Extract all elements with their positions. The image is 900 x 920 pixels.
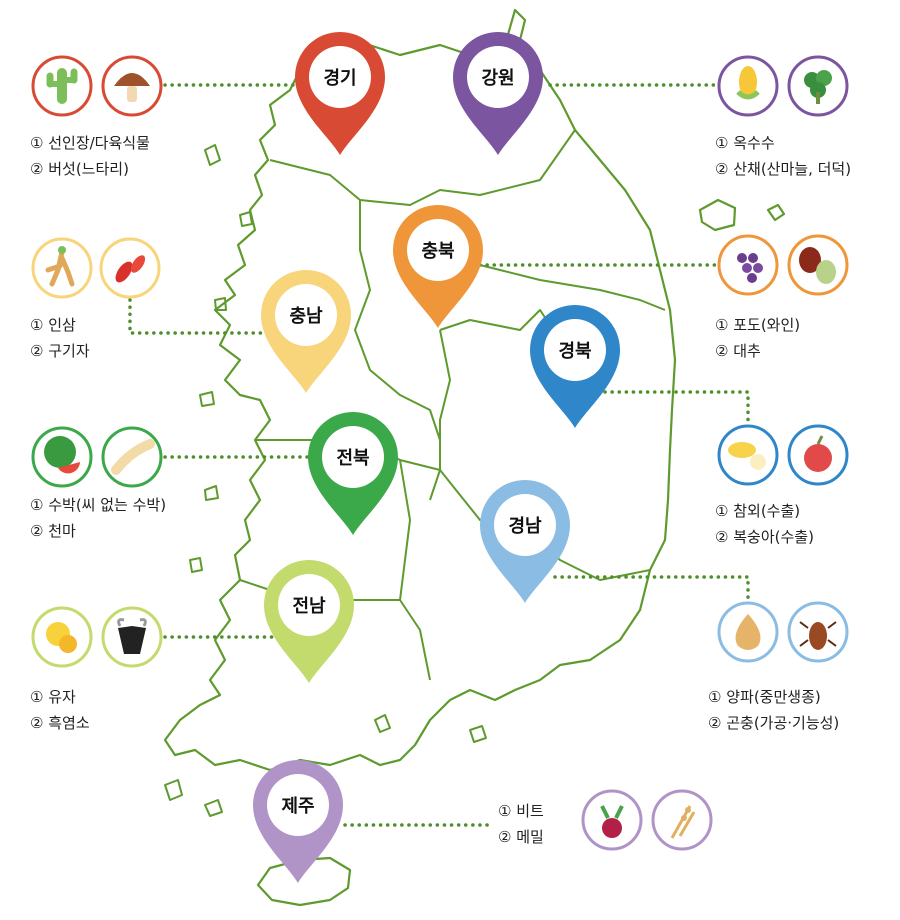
list-item: ② 복숭아(수출) bbox=[715, 528, 814, 546]
citron-icon bbox=[31, 606, 93, 668]
pin-chungnam: 충남 bbox=[261, 270, 351, 393]
icon-group-jeonbuk bbox=[31, 426, 163, 488]
west-coast-islands bbox=[164, 144, 487, 817]
cactus-icon bbox=[31, 55, 93, 117]
icon-group-gyeongnam bbox=[717, 601, 849, 663]
list-item: ① 인삼 bbox=[30, 316, 76, 334]
list-item: ① 선인장/다육식물 bbox=[30, 134, 150, 152]
list-item: ② 천마 bbox=[30, 522, 76, 540]
black-goat-icon bbox=[101, 606, 163, 668]
icon-group-jeju bbox=[581, 789, 713, 851]
beetle-icon bbox=[787, 601, 849, 663]
list-item: ① 비트 bbox=[498, 802, 544, 820]
pin-chungbuk: 충북 bbox=[393, 205, 483, 328]
list-item: ② 흑염소 bbox=[30, 714, 90, 732]
list-item: ① 옥수수 bbox=[715, 134, 775, 152]
icon-group-gyeongbuk bbox=[717, 424, 849, 486]
list-gyeonggi: ① 선인장/다육식물 ② 버섯(느타리) bbox=[30, 130, 150, 182]
ginseng-icon bbox=[31, 237, 93, 299]
pin-gangwon: 강원 bbox=[453, 32, 543, 155]
pin-jeonnam: 전남 bbox=[264, 560, 354, 683]
list-item: ② 구기자 bbox=[30, 342, 90, 360]
mainland-outline bbox=[163, 8, 677, 772]
icon-group-gangwon bbox=[717, 55, 849, 117]
list-gyeongnam: ① 양파(중만생종) ② 곤충(가공·기능성) bbox=[708, 684, 839, 736]
pin-label-gyeongnam: 경남 bbox=[508, 516, 542, 537]
icon-group-chungnam bbox=[31, 237, 161, 299]
region-pins: 경기 강원 충북 충남 경북 전북 경남 bbox=[253, 32, 620, 883]
wild-greens-icon bbox=[787, 55, 849, 117]
ulleung-outline bbox=[698, 198, 737, 232]
list-item: ① 양파(중만생종) bbox=[708, 688, 821, 706]
connector-chungnam bbox=[128, 298, 272, 335]
watermelon-icon bbox=[31, 426, 93, 488]
pin-label-jeonbuk: 전북 bbox=[336, 448, 369, 469]
pin-jeonbuk: 전북 bbox=[308, 412, 398, 535]
island-1 bbox=[766, 203, 786, 222]
buckwheat-icon bbox=[651, 789, 713, 851]
list-gyeongbuk: ① 참외(수출) ② 복숭아(수출) bbox=[715, 498, 814, 550]
icon-group-gyeonggi bbox=[31, 55, 163, 117]
list-item: ② 메밀 bbox=[498, 828, 544, 846]
goji-berry-icon bbox=[99, 237, 161, 299]
pin-label-gyeonggi: 경기 bbox=[323, 68, 356, 89]
corn-icon bbox=[717, 55, 779, 117]
list-item: ① 참외(수출) bbox=[715, 502, 801, 520]
list-item: ② 산채(산마늘, 더덕) bbox=[715, 160, 852, 178]
pin-label-chungbuk: 충북 bbox=[421, 241, 454, 262]
icon-group-jeonnam bbox=[31, 606, 163, 668]
list-jeonbuk: ① 수박(씨 없는 수박) ② 천마 bbox=[30, 492, 166, 544]
onion-icon bbox=[717, 601, 779, 663]
mushroom-icon bbox=[101, 55, 163, 117]
pin-label-jeju: 제주 bbox=[281, 796, 314, 817]
pin-label-gangwon: 강원 bbox=[481, 68, 514, 89]
beet-icon bbox=[581, 789, 643, 851]
pin-label-chungnam: 충남 bbox=[289, 306, 323, 327]
list-jeonnam: ① 유자 ② 흑염소 bbox=[30, 684, 90, 736]
pin-label-jeonnam: 전남 bbox=[292, 596, 326, 617]
connector-gyeongbuk bbox=[603, 390, 750, 427]
grape-icon bbox=[717, 234, 779, 296]
korean-melon-icon bbox=[717, 424, 779, 486]
list-item: ① 포도(와인) bbox=[715, 316, 801, 334]
jujube-icon bbox=[787, 234, 849, 296]
list-chungnam: ① 인삼 ② 구기자 bbox=[30, 312, 90, 364]
connector-gyeongnam bbox=[553, 575, 750, 602]
list-item: ② 대추 bbox=[715, 342, 761, 360]
list-item: ① 유자 bbox=[30, 688, 76, 706]
cheonma-root-icon bbox=[101, 426, 163, 488]
list-item: ② 버섯(느타리) bbox=[30, 160, 129, 178]
pin-gyeongnam: 경남 bbox=[480, 480, 570, 603]
list-jeju: ① 비트 ② 메밀 bbox=[498, 798, 544, 850]
icon-group-chungbuk bbox=[717, 234, 849, 296]
list-item: ① 수박(씨 없는 수박) bbox=[30, 496, 167, 514]
pin-gyeonggi: 경기 bbox=[295, 32, 385, 155]
list-chungbuk: ① 포도(와인) ② 대추 bbox=[715, 312, 800, 364]
pin-label-gyeongbuk: 경북 bbox=[558, 341, 591, 362]
list-item: ② 곤충(가공·기능성) bbox=[708, 714, 840, 732]
list-gangwon: ① 옥수수 ② 산채(산마늘, 더덕) bbox=[715, 130, 851, 182]
connector-lines bbox=[128, 83, 750, 827]
pin-jeju: 제주 bbox=[253, 760, 343, 883]
peach-icon bbox=[787, 424, 849, 486]
pin-gyeongbuk: 경북 bbox=[530, 305, 620, 428]
